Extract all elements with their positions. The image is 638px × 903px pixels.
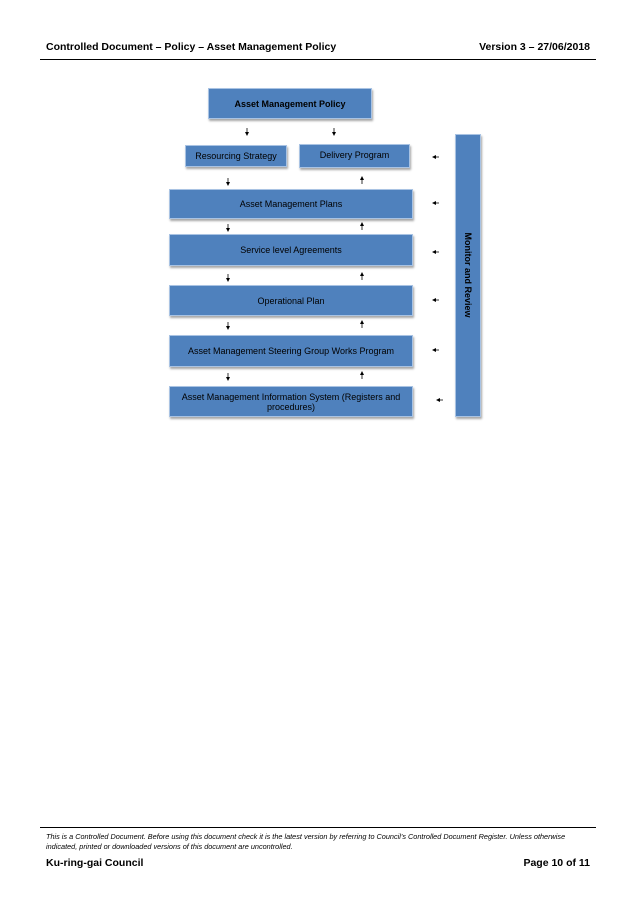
document-title: Controlled Document – Policy – Asset Man…: [46, 41, 337, 53]
delivery-program-box: Delivery Program: [299, 144, 410, 168]
header-divider: [40, 59, 596, 60]
page-number: Page 10 of 11: [523, 857, 590, 869]
service-level-agreements-box: Service level Agreements: [169, 234, 413, 266]
policy-box: Asset Management Policy: [208, 88, 372, 119]
information-system-box: Asset Management Information System (Reg…: [169, 386, 413, 417]
resourcing-strategy-box: Resourcing Strategy: [185, 145, 287, 167]
monitor-review-box: [455, 134, 481, 417]
operational-plan-box: Operational Plan: [169, 285, 413, 316]
document-version: Version 3 – 27/06/2018: [479, 41, 590, 53]
controlled-document-notice: This is a Controlled Document. Before us…: [46, 832, 566, 851]
footer-divider: [40, 827, 596, 828]
asset-management-plans-box: Asset Management Plans: [169, 189, 413, 219]
steering-group-works-program-box: Asset Management Steering Group Works Pr…: [169, 335, 413, 367]
organisation-name: Ku-ring-gai Council: [46, 857, 144, 869]
